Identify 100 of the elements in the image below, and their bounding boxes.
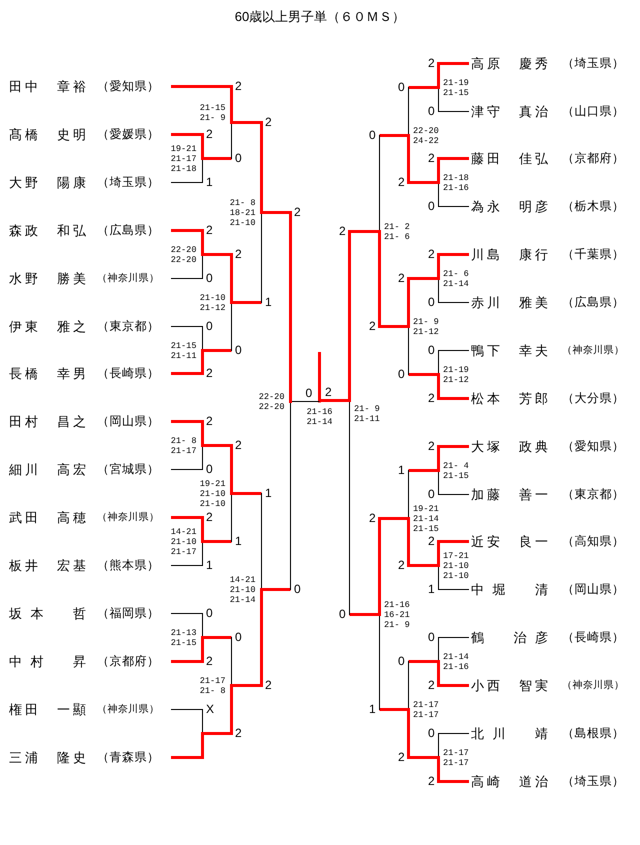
game-score: 21-17 [200, 676, 226, 686]
match-bracket [256, 211, 292, 591]
bracket-line [320, 399, 348, 402]
game-score: 21-14 [306, 416, 332, 426]
match-score: 0 [427, 344, 436, 357]
player-name: 髙橋 史明 [9, 126, 86, 142]
match-bracket [168, 133, 204, 184]
match-bracket [168, 612, 204, 663]
match-score: 2 [205, 511, 214, 524]
game-score: 21-15 [170, 638, 196, 648]
game-score: 21-17 [170, 446, 196, 456]
game-score: 21-17 [443, 758, 469, 768]
player-name: 松本 芳郎 [471, 390, 548, 406]
game-score: 21- 9 [384, 620, 410, 630]
game-score: 22-20 [413, 126, 439, 136]
game-score: 21-10 [230, 218, 256, 228]
match-score: 1 [264, 296, 273, 309]
game-score: 18-21 [230, 208, 256, 218]
game-score: 21-10 [443, 560, 469, 570]
match-score: 0 [427, 200, 436, 213]
player-name: 鴨下 幸夫 [471, 342, 548, 358]
prefecture: （埼玉県） [562, 54, 624, 72]
player-name: 為永 明彦 [471, 198, 548, 214]
game-score: 21-12 [200, 302, 226, 312]
prefecture: （宮城県） [97, 460, 159, 478]
prefecture: （長崎県） [562, 628, 624, 646]
match-score: 2 [427, 152, 436, 165]
match-score: X [205, 703, 216, 716]
player-name: 坂本 哲 [9, 604, 86, 622]
match-score: 0 [205, 320, 214, 333]
prefecture: （島根県） [562, 724, 624, 742]
player-name: 三浦 隆史 [9, 748, 86, 766]
player-name: 藤田 佳弘 [471, 150, 548, 166]
match-score: 2 [427, 679, 436, 692]
prefecture: （神奈川県） [562, 678, 624, 692]
prefecture: （愛知県） [562, 438, 624, 454]
player-name: 赤川 雅美 [471, 294, 548, 310]
player-name: 北川 靖 [471, 724, 548, 742]
match-score: 2 [324, 386, 333, 399]
player-name: 中堀 清 [471, 580, 548, 598]
match-score: 2 [338, 225, 347, 238]
game-score: 21-10 [200, 498, 226, 508]
game-score: 21-14 [443, 652, 469, 662]
game-score: 21-16 [384, 600, 410, 610]
prefecture: （京都府） [97, 652, 159, 670]
match-score: 1 [234, 535, 243, 548]
match-score: 0 [427, 727, 436, 740]
match-score: 0 [205, 607, 214, 620]
match-score: 2 [234, 248, 243, 261]
prefecture: （神奈川県） [97, 272, 159, 286]
prefecture: （広島県） [97, 222, 159, 238]
match-bracket [168, 325, 204, 375]
game-score: 21- 9 [200, 112, 226, 122]
prefecture: （埼玉県） [562, 772, 624, 790]
match-score: 0 [205, 272, 214, 285]
game-score: 21-19 [443, 364, 469, 374]
game-score: 21-14 [230, 594, 256, 604]
match-score: 2 [234, 439, 243, 452]
player-name: 高原 慶秀 [471, 54, 548, 72]
game-score: 21-17 [413, 710, 439, 720]
prefecture: （大分県） [562, 390, 624, 406]
match-score: 0 [205, 463, 214, 476]
match-score: 2 [205, 655, 214, 668]
match-score: 2 [427, 57, 436, 70]
prefecture: （東京都） [97, 318, 159, 334]
game-score: 19-21 [413, 504, 439, 514]
prefecture: （千葉県） [562, 246, 624, 262]
game-score: 22-20 [170, 254, 196, 264]
match-score: 2 [264, 679, 273, 692]
match-score: 2 [234, 727, 243, 740]
match-score: 2 [397, 559, 406, 572]
game-score: 21-12 [413, 326, 439, 336]
prefecture: （神奈川県） [97, 702, 159, 716]
prefecture: （栃木県） [562, 198, 624, 214]
match-score: 2 [427, 248, 436, 261]
game-score: 22-20 [170, 244, 196, 254]
match-score: 0 [234, 344, 243, 357]
match-score: 2 [205, 224, 214, 237]
match-score: 2 [205, 415, 214, 428]
prefecture: （京都府） [562, 150, 624, 166]
prefecture: （東京都） [562, 486, 624, 502]
game-score: 21-11 [170, 350, 196, 360]
match-score: 0 [427, 631, 436, 644]
game-score: 21- 8 [200, 686, 226, 696]
game-score: 21-17 [443, 748, 469, 758]
game-score: 21- 2 [384, 222, 410, 232]
player-name: 権田 一顯 [9, 700, 86, 718]
bracket-line [292, 401, 320, 402]
match-score: 2 [427, 440, 436, 453]
game-score: 21-15 [443, 470, 469, 480]
game-score: 21-18 [170, 164, 196, 174]
game-score: 21- 4 [443, 460, 469, 470]
game-score: 24-22 [413, 136, 439, 146]
player-name: 中村 昇 [9, 652, 86, 670]
game-score: 21- 9 [354, 404, 380, 414]
game-score: 21-17 [170, 154, 196, 164]
game-score: 19-21 [200, 478, 226, 488]
player-name: 津守 真治 [471, 102, 548, 120]
match-score: 2 [427, 775, 436, 788]
prefecture: （広島県） [562, 294, 624, 310]
